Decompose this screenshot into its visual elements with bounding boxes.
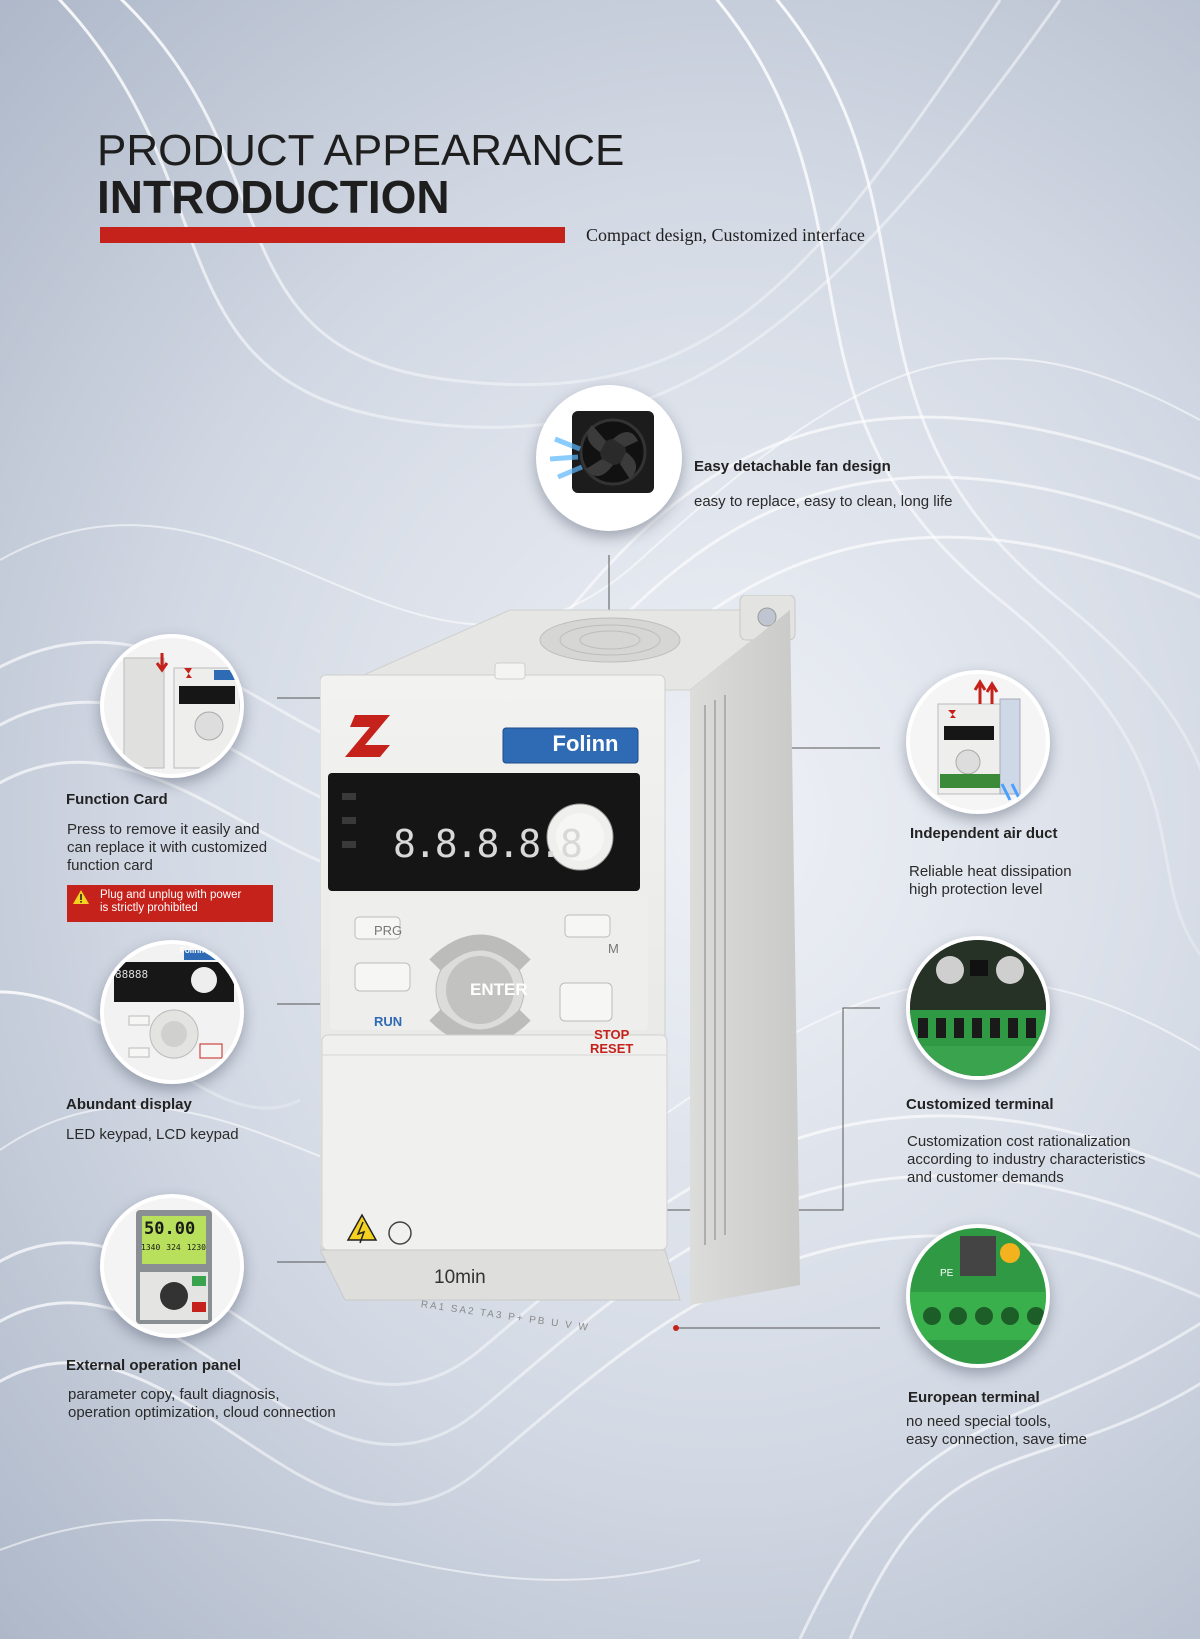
external-panel-title: External operation panel bbox=[66, 1357, 242, 1374]
title-accent-bar bbox=[100, 227, 565, 243]
lcd-sub-value: 1230 bbox=[186, 1243, 206, 1252]
display-thumbnail bbox=[100, 940, 244, 1084]
air-duct-title: Independent air duct bbox=[910, 825, 1058, 842]
inverter-device bbox=[320, 595, 800, 1305]
function-card-desc-line: function card bbox=[67, 857, 153, 874]
fan-feature-desc: easy to replace, easy to clean, long lif… bbox=[694, 493, 953, 510]
european-terminal-thumbnail bbox=[906, 1224, 1050, 1368]
lcd-sub-value: 324 bbox=[166, 1243, 181, 1252]
lcd-main-value: 50.00 bbox=[144, 1219, 196, 1239]
function-card-thumbnail bbox=[100, 634, 244, 778]
circuit-board-icon bbox=[910, 940, 1046, 1076]
prg-button[interactable]: PRG bbox=[374, 923, 403, 938]
external-panel-desc: parameter copy, fault diagnosis, operati… bbox=[68, 1386, 336, 1422]
custom-terminal-title: Customized terminal bbox=[906, 1096, 1054, 1113]
stop-reset-button[interactable]: STOP RESET bbox=[590, 1028, 633, 1056]
display-thumbnail-brand: Folinn bbox=[180, 946, 204, 955]
reset-label: RESET bbox=[590, 1041, 634, 1056]
air-duct-desc-line: high protection level bbox=[909, 881, 1043, 898]
page-title-line1: PRODUCT APPEARANCE bbox=[97, 126, 625, 175]
external-panel-desc-line: operation optimization, cloud connection bbox=[68, 1404, 336, 1421]
custom-terminal-desc: Customization cost rationalization accor… bbox=[907, 1133, 1145, 1187]
terminal-block-icon bbox=[910, 1228, 1046, 1364]
fan-icon bbox=[540, 389, 678, 527]
air-duct-desc: Reliable heat dissipation high protectio… bbox=[909, 863, 1072, 899]
lcd-keypad-icon bbox=[104, 1198, 240, 1334]
warning-text-line: is strictly prohibited bbox=[100, 902, 198, 914]
lcd-sub-values: 1340 324 1230 bbox=[141, 1243, 206, 1252]
air-duct-thumbnail bbox=[906, 670, 1050, 814]
custom-terminal-desc-line: according to industry characteristics bbox=[907, 1151, 1146, 1168]
page-subtitle: Compact design, Customized interface bbox=[586, 225, 865, 245]
external-panel-thumbnail bbox=[100, 1194, 244, 1338]
custom-terminal-thumbnail bbox=[906, 936, 1050, 1080]
air-duct-icon bbox=[910, 674, 1046, 810]
pe-label: PE bbox=[940, 1268, 954, 1279]
discharge-time-label: 10min bbox=[434, 1267, 486, 1288]
function-card-desc: Press to remove it easily and can replac… bbox=[67, 821, 267, 875]
warning-box: Plug and unplug with power is strictly p… bbox=[67, 885, 273, 922]
device-brand-label: Folinn bbox=[552, 731, 619, 756]
external-panel-desc-line: parameter copy, fault diagnosis, bbox=[68, 1386, 280, 1403]
custom-terminal-desc-line: and customer demands bbox=[907, 1169, 1064, 1186]
display-desc: LED keypad, LCD keypad bbox=[66, 1126, 239, 1143]
device-led-display: 8.8.8.8.8 bbox=[393, 822, 583, 866]
page-title-line2: INTRODUCTION bbox=[97, 171, 450, 223]
keypad-icon bbox=[104, 944, 240, 1080]
custom-terminal-desc-line: Customization cost rationalization bbox=[907, 1133, 1131, 1150]
function-card-title: Function Card bbox=[66, 791, 168, 808]
warning-icon bbox=[73, 890, 89, 904]
european-terminal-desc-line: no need special tools, bbox=[906, 1413, 1052, 1430]
display-thumbnail-digits: 88888 bbox=[115, 968, 149, 981]
function-card-desc-line: can replace it with customized bbox=[67, 839, 268, 856]
fan-thumbnail bbox=[536, 385, 682, 531]
run-button[interactable]: RUN bbox=[374, 1014, 403, 1029]
m-button[interactable]: M bbox=[608, 941, 619, 956]
european-terminal-desc-line: easy connection, save time bbox=[906, 1431, 1087, 1448]
display-title: Abundant display bbox=[66, 1096, 192, 1113]
european-terminal-desc: no need special tools, easy connection, … bbox=[906, 1413, 1087, 1449]
warning-text-line: Plug and unplug with power bbox=[100, 889, 242, 901]
air-duct-desc-line: Reliable heat dissipation bbox=[909, 863, 1072, 880]
lcd-sub-value: 1340 bbox=[141, 1243, 161, 1252]
stop-label: STOP bbox=[594, 1027, 630, 1042]
european-terminal-title: European terminal bbox=[908, 1389, 1040, 1406]
function-card-desc-line: Press to remove it easily and bbox=[67, 821, 260, 838]
enter-button[interactable]: ENTER bbox=[470, 980, 528, 999]
function-card-icon bbox=[104, 638, 240, 774]
fan-feature-title: Easy detachable fan design bbox=[694, 458, 891, 475]
